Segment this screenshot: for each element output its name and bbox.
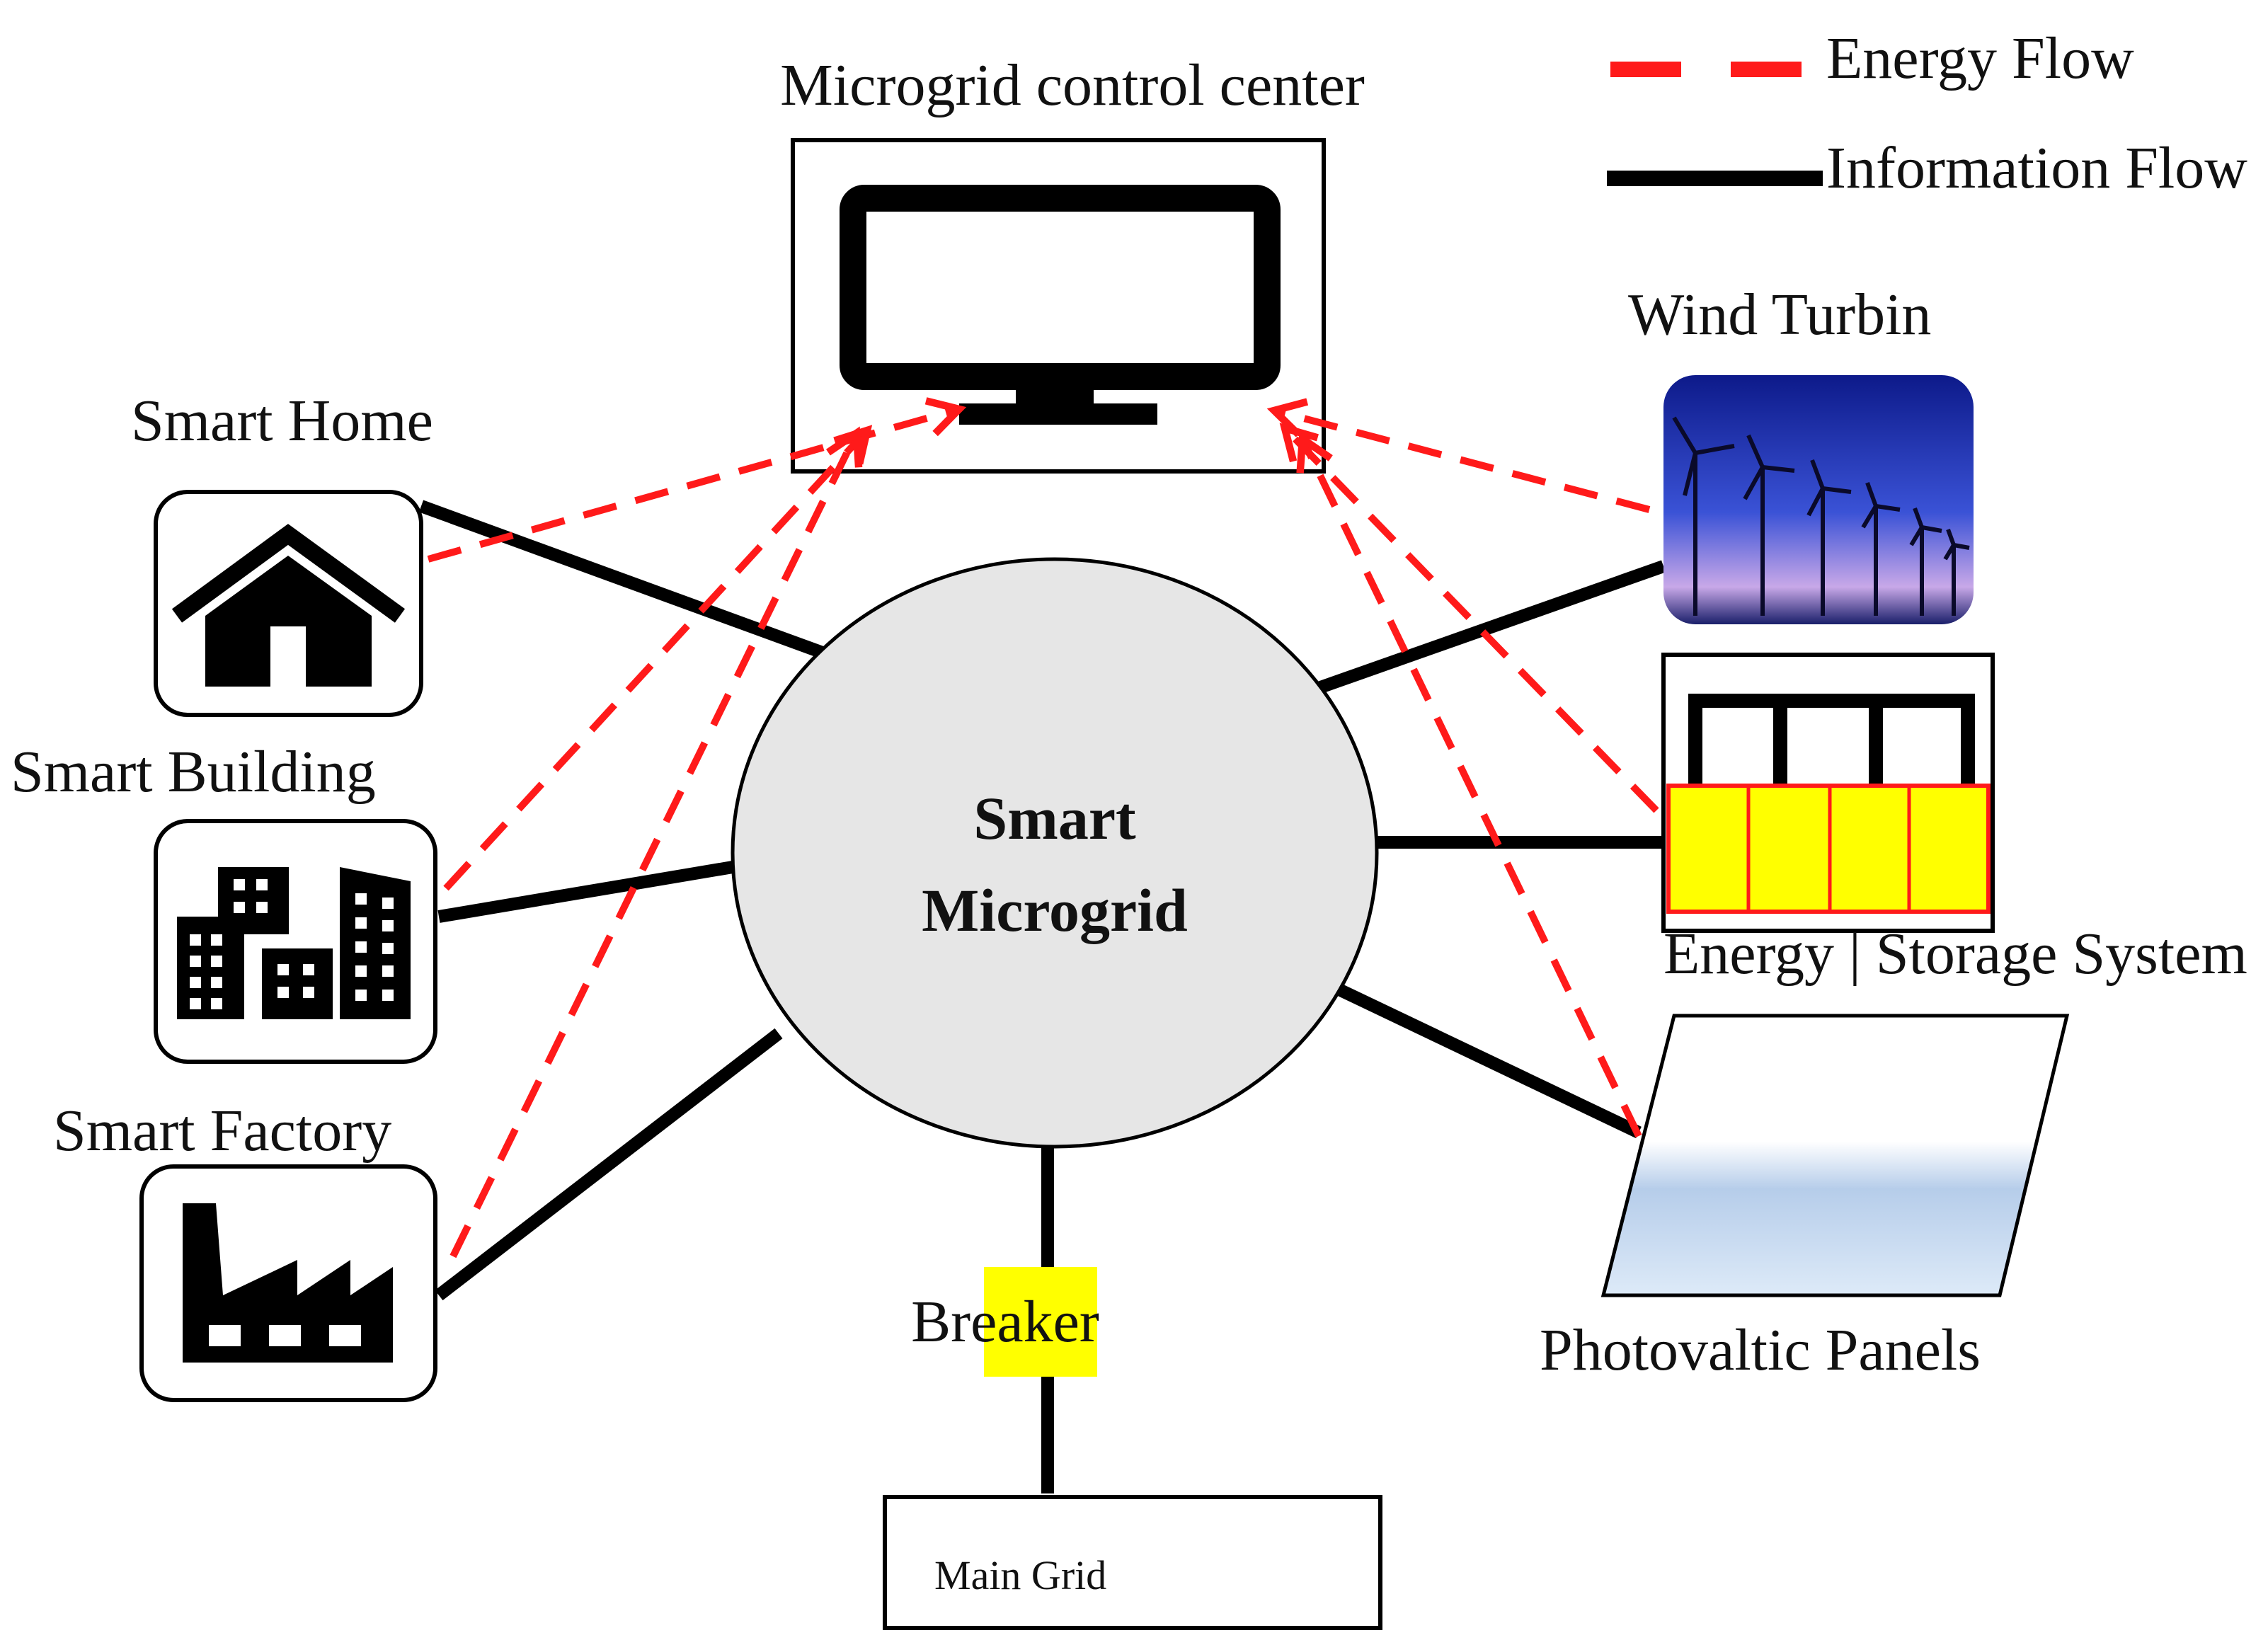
factory-icon <box>183 1203 393 1363</box>
control-center-node: Microgrid control center <box>780 52 1365 474</box>
smart-microgrid-node: Smart Microgrid <box>731 557 1379 1149</box>
legend-energy-flow-label: Energy Flow <box>1826 25 2134 91</box>
smart-factory-label: Smart Factory <box>53 1098 391 1164</box>
solar-panel-icon <box>1600 1014 2070 1297</box>
energy-flow-lines <box>427 397 1659 1258</box>
legend: Energy Flow Information Flow <box>1607 25 2247 201</box>
control-center-title: Microgrid control center <box>780 52 1365 118</box>
smart-factory-node: Smart Factory <box>53 1098 437 1402</box>
pv-node: Photovaltic Panels <box>1540 1014 2070 1383</box>
main-grid-box <box>883 1495 1382 1630</box>
smart-home-label: Smart Home <box>131 388 433 454</box>
energy-line-storage <box>1279 423 1659 813</box>
house-icon <box>171 524 406 687</box>
smart-building-label: Smart Building <box>11 739 376 805</box>
info-line-home <box>418 500 831 661</box>
breaker-label: Breaker <box>911 1289 1099 1355</box>
main-grid-node: Main Grid <box>883 1495 1382 1630</box>
energy-line-wind <box>1266 398 1651 513</box>
info-line-wind <box>1300 560 1666 700</box>
main-grid-label: Main Grid <box>934 1552 1106 1598</box>
storage-label: Energy | Storage System <box>1663 921 2247 987</box>
smart-building-node: Smart Building <box>11 739 437 1064</box>
monitor-icon <box>840 185 1281 425</box>
energy-storage-node: Energy | Storage System <box>1661 653 2247 987</box>
turbine-silhouettes <box>1672 416 1970 616</box>
wind-turbine-label: Wind Turbin <box>1628 282 1931 348</box>
energy-line-pv <box>1296 432 1642 1138</box>
information-flow-lines <box>418 500 1666 1493</box>
wind-turbine-node: Wind Turbin <box>1628 282 1974 624</box>
smart-home-node: Smart Home <box>131 388 433 717</box>
breaker-highlight <box>984 1267 1097 1377</box>
battery-icon <box>1666 694 1991 914</box>
microgrid-label-line2: Microgrid <box>922 876 1188 944</box>
breaker-node: Breaker <box>911 1267 1099 1377</box>
energy-line-factory <box>449 426 863 1258</box>
microgrid-label-line1: Smart <box>973 784 1136 852</box>
buildings-icon <box>177 867 411 1019</box>
pv-label: Photovaltic Panels <box>1540 1317 1981 1383</box>
info-line-building <box>437 861 734 923</box>
legend-information-flow-label: Information Flow <box>1826 135 2247 201</box>
info-line-factory <box>435 1028 783 1301</box>
info-line-pv <box>1324 977 1642 1139</box>
